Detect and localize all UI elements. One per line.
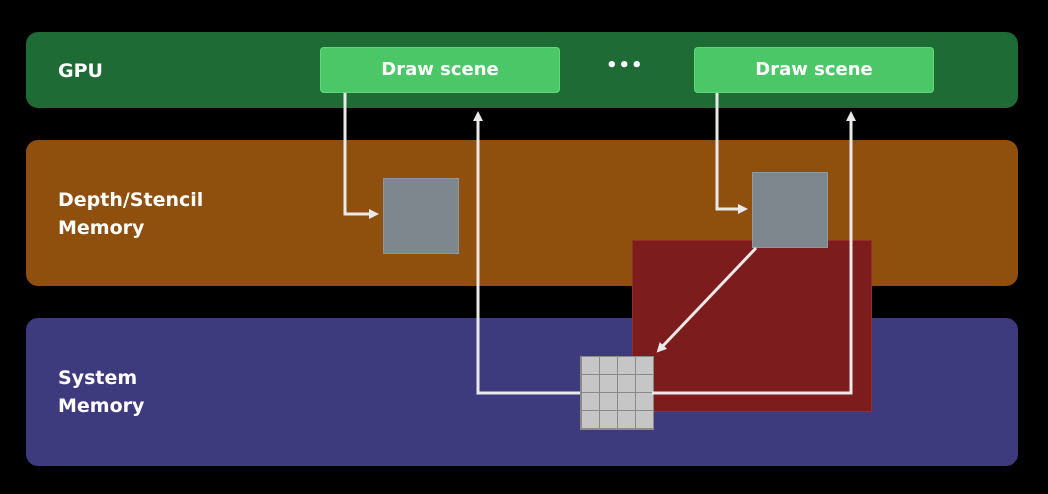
gpu-label: GPU	[58, 60, 103, 82]
ellipsis: •••	[606, 55, 644, 76]
depth-tile-second	[752, 172, 828, 248]
system-memory-label: System Memory	[58, 367, 145, 417]
highlighted-region	[632, 240, 872, 412]
arrow-draw2-to-tile2	[715, 93, 748, 214]
arrow-draw1-to-tile1	[343, 93, 379, 219]
arrow-grid-to-draw1	[473, 111, 580, 395]
arrow-tile2-to-grid	[656, 246, 758, 353]
draw-scene-box-second: Draw scene	[694, 47, 934, 93]
arrow-grid-to-draw2	[652, 111, 856, 395]
depth-stencil-memory-label: Depth/Stencil Memory	[58, 189, 204, 239]
system-memory-grid-tile	[580, 356, 654, 430]
depth-tile-first	[383, 178, 459, 254]
draw-scene-box-first: Draw scene	[320, 47, 560, 93]
